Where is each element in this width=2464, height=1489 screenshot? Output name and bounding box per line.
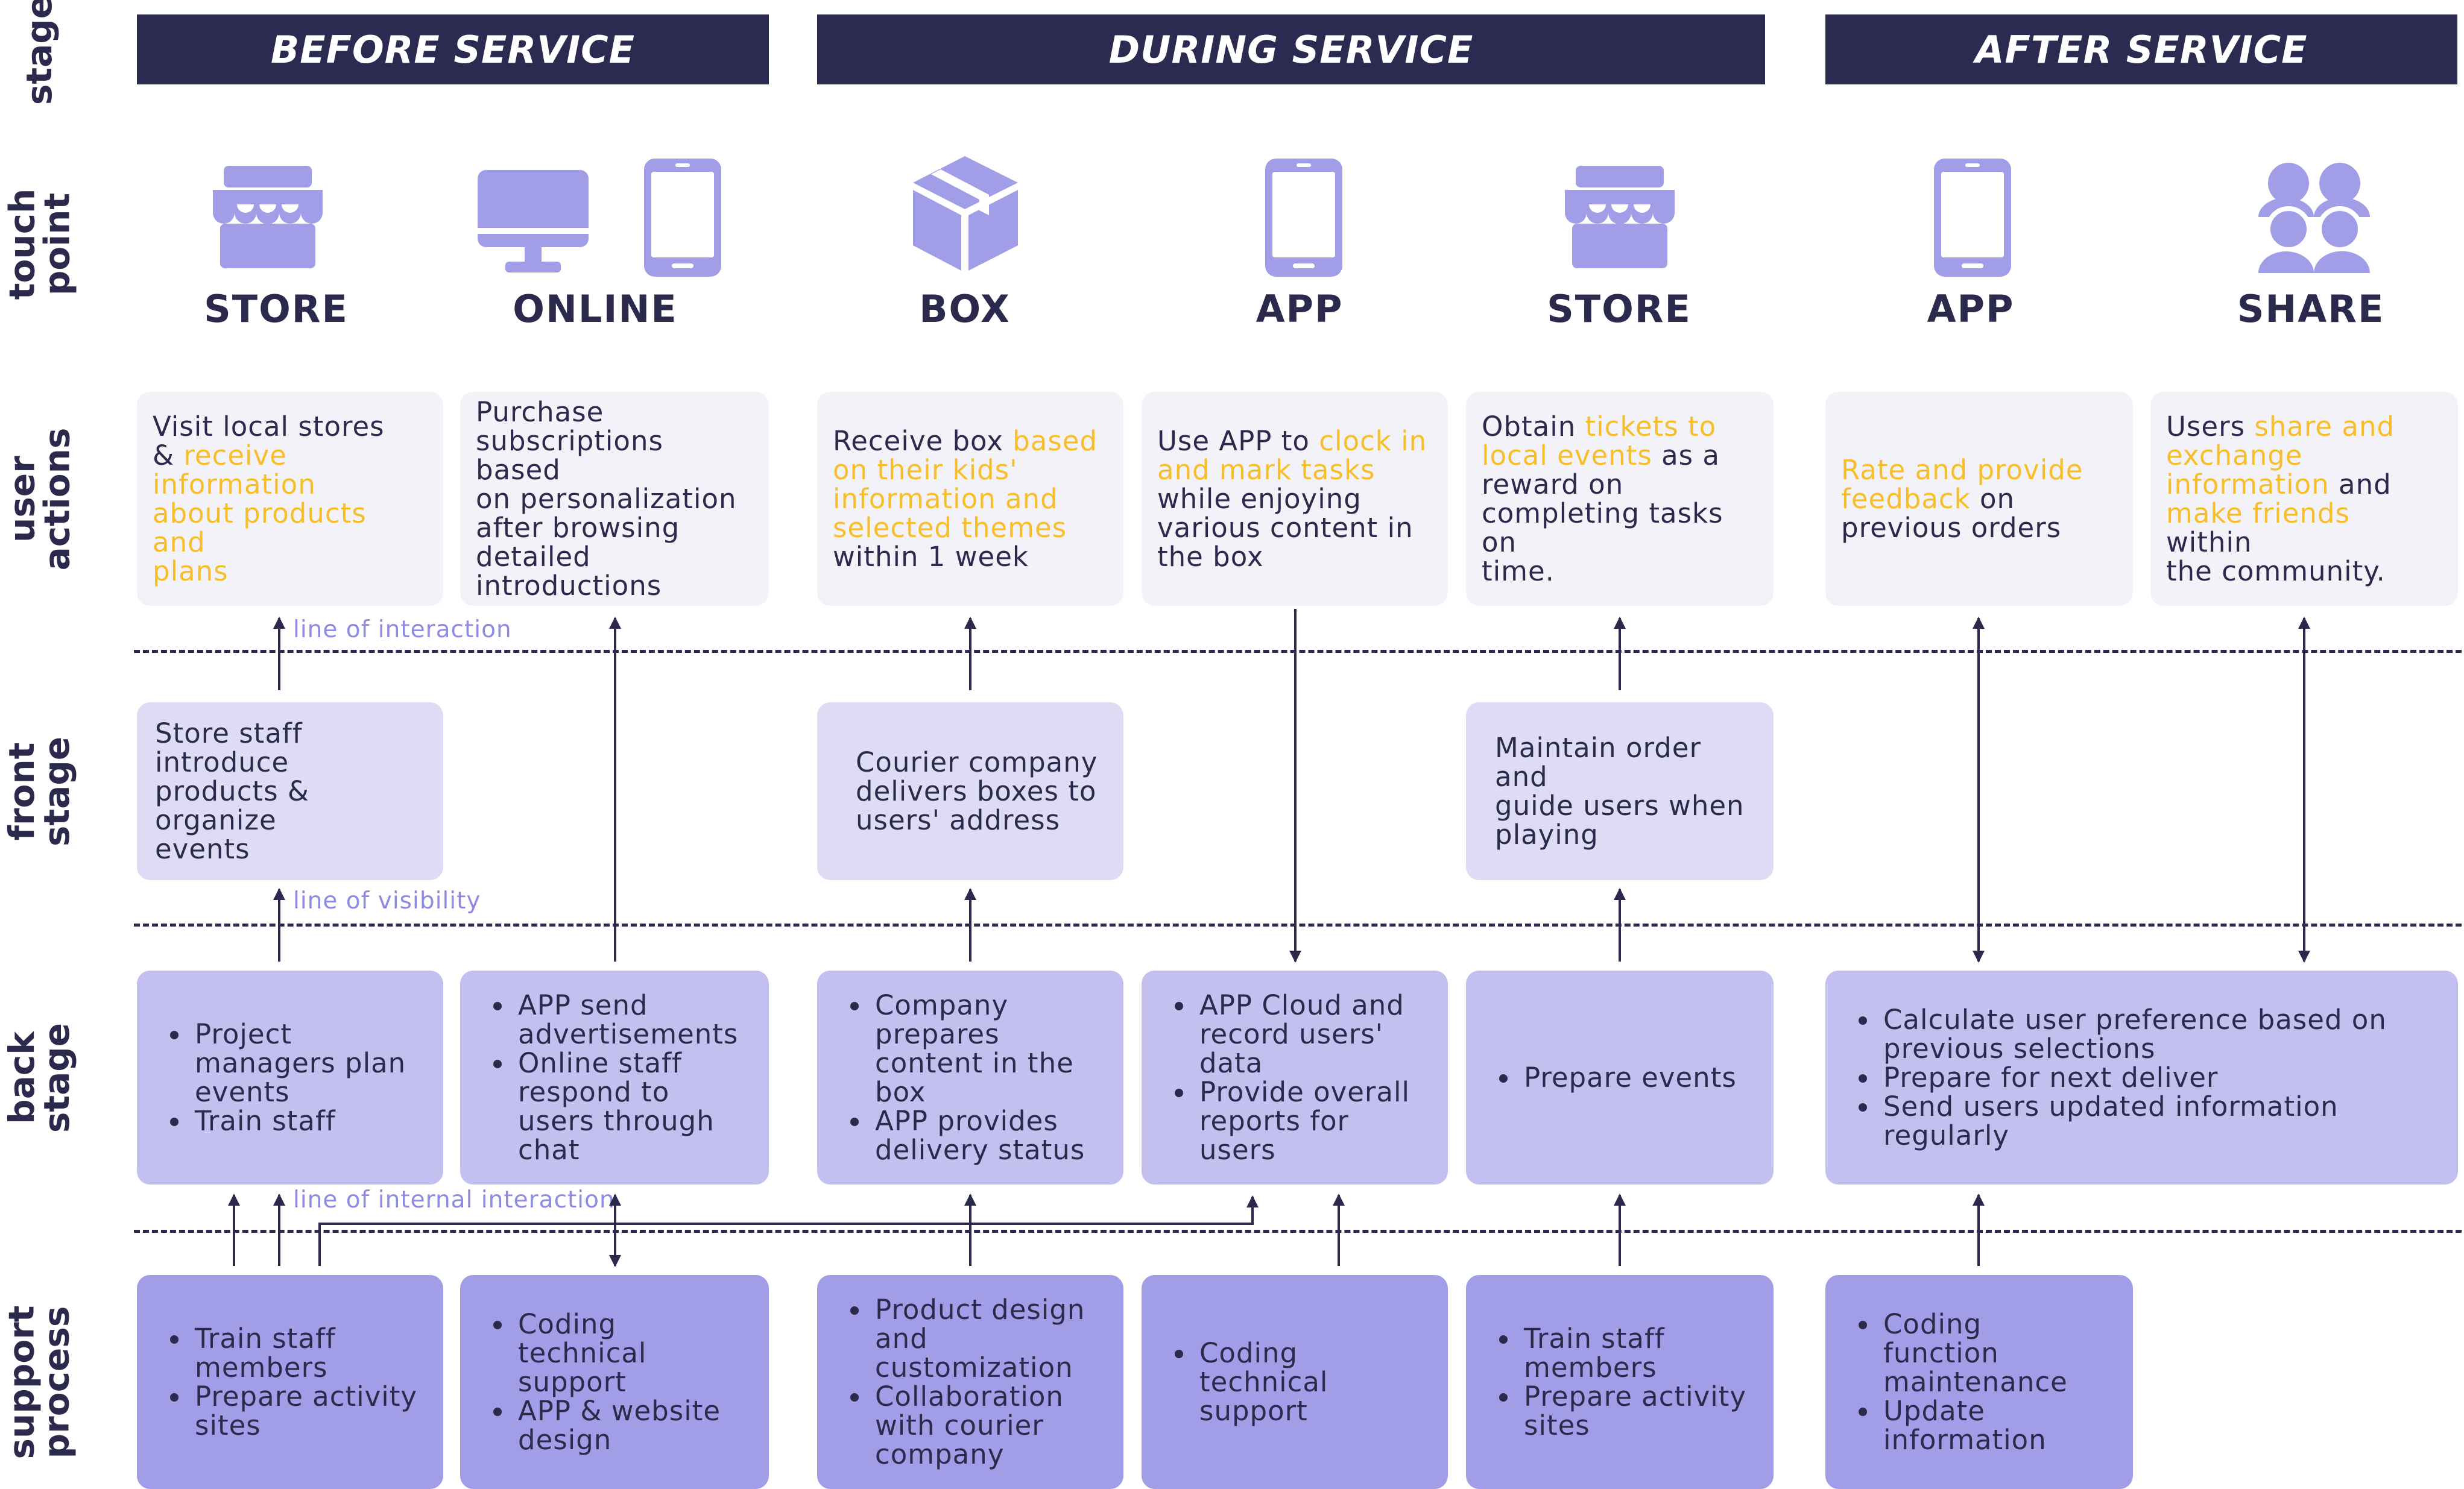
touch-point-label-app: APP xyxy=(1927,287,2015,331)
back-stage-item: Project managers plan events xyxy=(191,1019,425,1107)
user-action-text: Purchase subscriptions based on personal… xyxy=(476,395,737,602)
arrow-internal-connector xyxy=(318,1195,1259,1266)
back-stage-item: Prepare for next deliver xyxy=(1880,1063,2440,1092)
back-stage-card: APP Cloud and record users' dataProvide … xyxy=(1142,971,1448,1185)
support-process-item: Product design and customization xyxy=(871,1295,1105,1382)
support-process-item: Coding technical support xyxy=(1196,1338,1430,1426)
user-action-highlight: tickets to local events xyxy=(1482,410,1717,471)
line-of-interaction-label: line of interaction xyxy=(291,616,514,643)
back-stage-item: APP send advertisements xyxy=(514,990,751,1049)
back-stage-card: Calculate user preference based on previ… xyxy=(1825,971,2458,1185)
user-action-text: Visit local stores & xyxy=(153,410,385,471)
back-stage-item: APP Cloud and record users' data xyxy=(1196,990,1430,1078)
touch-point-label-store: STORE xyxy=(1547,287,1692,331)
stage-after-service: AFTER SERVICE xyxy=(1825,14,2457,84)
touch-point-label-online: ONLINE xyxy=(513,287,678,331)
front-stage-card: Store staff introduce products & organiz… xyxy=(137,702,443,880)
user-action-highlight: make friends xyxy=(2166,497,2350,529)
support-process-item: Prepare activity sites xyxy=(1520,1382,1755,1440)
support-process-item: Collaboration with courier company xyxy=(871,1382,1105,1469)
back-stage-item: APP provides delivery status xyxy=(871,1106,1105,1165)
phone-icon xyxy=(1934,159,2011,277)
touch-point-label-app: APP xyxy=(1256,287,1344,331)
user-action-text: and xyxy=(2339,468,2392,500)
monitor-icon xyxy=(478,170,589,272)
support-process-item: Prepare activity sites xyxy=(191,1382,425,1440)
support-process-item: Coding function maintenance xyxy=(1880,1309,2115,1397)
support-process-item: Coding technical support xyxy=(514,1309,751,1397)
line-of-visibility xyxy=(134,924,2462,927)
back-stage-item: Online staff respond to users through ch… xyxy=(514,1048,751,1165)
stage-during-service: DURING SERVICE xyxy=(817,14,1765,84)
user-action-card: Purchase subscriptions based on personal… xyxy=(460,392,769,606)
line-of-interaction xyxy=(134,650,2462,653)
line-of-internal-interaction xyxy=(134,1230,2462,1233)
back-stage-card: Company prepares content in the boxAPP p… xyxy=(817,971,1123,1185)
user-action-highlight: clock in and mark tasks xyxy=(1157,424,1427,486)
user-action-highlight: based on their kids' information and sel… xyxy=(833,424,1098,544)
user-action-highlight: receive information about products and p… xyxy=(153,439,367,587)
phone-icon xyxy=(1265,159,1342,277)
support-process-card: Coding function maintenanceUpdate inform… xyxy=(1825,1275,2133,1489)
user-action-card: Rate and provide feedback on previous or… xyxy=(1825,392,2133,606)
user-action-text: within the community. xyxy=(2166,526,2386,587)
front-stage-text: Store staff introduce products & organiz… xyxy=(155,717,309,865)
front-stage-card: Maintain order and guide users when play… xyxy=(1466,702,1774,880)
user-action-card: Users share and exchange information and… xyxy=(2150,392,2458,606)
user-action-text: on previous orders xyxy=(1841,482,2062,544)
back-stage-item: Company prepares content in the box xyxy=(871,990,1105,1107)
support-process-card: Train staff membersPrepare activity site… xyxy=(1466,1275,1774,1489)
front-stage-card: Courier company delivers boxes to users'… xyxy=(817,702,1123,880)
back-stage-item: Provide overall reports for users xyxy=(1196,1077,1430,1165)
support-process-item: Train staff members xyxy=(1520,1324,1755,1382)
users-icon xyxy=(2258,163,2370,273)
user-action-card: Use APP to clock in and mark tasks while… xyxy=(1142,392,1448,606)
back-stage-card: APP send advertisementsOnline staff resp… xyxy=(460,971,769,1185)
user-action-text: Users xyxy=(2166,410,2255,442)
user-action-text: as a reward on completing tasks on time. xyxy=(1482,439,1723,587)
support-process-card: Product design and customizationCollabor… xyxy=(817,1275,1123,1489)
support-process-item: APP & website design xyxy=(514,1396,751,1455)
back-stage-card: Project managers plan eventsTrain staff xyxy=(137,971,443,1185)
touch-point-label-share: SHARE xyxy=(2237,287,2385,331)
support-process-item: Train staff members xyxy=(191,1324,425,1382)
front-stage-text: Maintain order and guide users when play… xyxy=(1495,731,1745,851)
user-action-highlight: Rate and provide feedback xyxy=(1841,453,2083,515)
touch-point-label-store: STORE xyxy=(204,287,349,331)
support-process-card: Coding technical supportAPP & website de… xyxy=(460,1275,769,1489)
store-icon xyxy=(1565,166,1675,268)
line-of-visibility-label: line of visibility xyxy=(291,887,484,914)
back-stage-item: Train staff xyxy=(191,1106,425,1136)
line-of-internal-interaction-label: line of internal interaction xyxy=(291,1186,618,1214)
phone-icon xyxy=(644,159,721,277)
user-action-text: Use APP to xyxy=(1157,424,1319,457)
back-stage-item: Prepare events xyxy=(1520,1063,1755,1092)
touch-point-label-box: BOX xyxy=(919,287,1011,331)
user-action-text: Obtain xyxy=(1482,410,1585,442)
support-process-item: Update information xyxy=(1880,1396,2115,1455)
user-action-card: Receive box based on their kids' informa… xyxy=(817,392,1123,606)
back-stage-item: Send users updated information regularly xyxy=(1880,1092,2440,1150)
user-action-highlight: share and exchange information xyxy=(2166,410,2395,500)
front-stage-text: Courier company delivers boxes to users'… xyxy=(856,746,1098,836)
support-process-card: Train staff membersPrepare activity site… xyxy=(137,1275,443,1489)
user-action-card: Visit local stores & receive information… xyxy=(137,392,443,606)
user-action-text: Receive box xyxy=(833,424,1013,457)
box-icon xyxy=(913,156,1018,271)
user-action-text: within 1 week xyxy=(833,540,1029,573)
back-stage-item: Calculate user preference based on previ… xyxy=(1880,1005,2440,1063)
user-action-text: while enjoying various content in the bo… xyxy=(1157,482,1414,573)
user-action-card: Obtain tickets to local events as a rewa… xyxy=(1466,392,1774,606)
support-process-card: Coding technical support xyxy=(1142,1275,1448,1489)
store-icon xyxy=(213,166,323,268)
back-stage-card: Prepare events xyxy=(1466,971,1774,1185)
stage-before-service: BEFORE SERVICE xyxy=(137,14,769,84)
